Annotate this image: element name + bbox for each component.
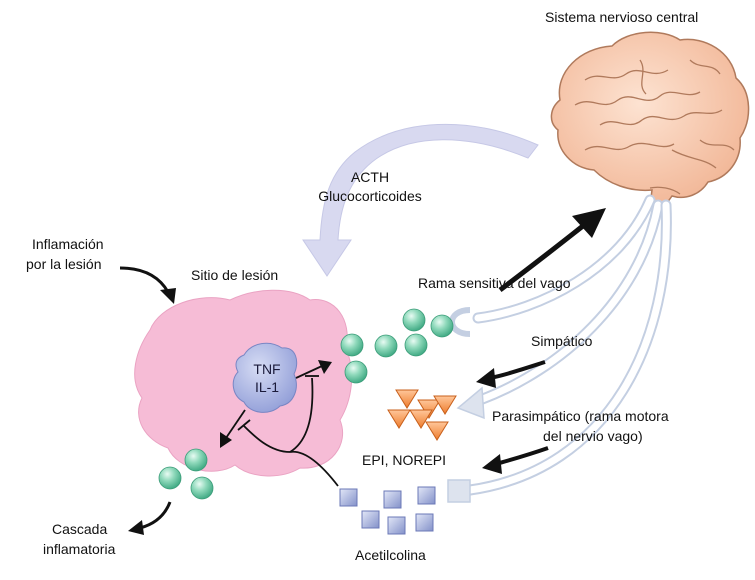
label-glucocorticoids: Glucocorticoides xyxy=(318,188,422,204)
sympathetic-nerve xyxy=(456,199,664,420)
acetylcholine-molecules xyxy=(339,486,436,535)
acth-glucocorticoid-arrow xyxy=(302,123,539,277)
cascade-cytokines xyxy=(158,448,214,500)
immune-cell xyxy=(232,342,298,413)
cascade-output-arrow xyxy=(128,501,172,535)
label-sympathetic: Simpático xyxy=(531,333,593,349)
label-cascade-2: inflamatoria xyxy=(43,541,116,557)
afferent-signal-arrow xyxy=(498,208,606,292)
label-acetylcholine: Acetilcolina xyxy=(355,547,426,563)
vagus-sensory-nerve xyxy=(448,194,656,337)
label-il1: IL-1 xyxy=(254,379,280,395)
cell-to-cascade-arrow xyxy=(220,409,246,448)
released-cytokines xyxy=(340,308,454,384)
acetylcholine-inhibition xyxy=(237,375,339,487)
brain-illustration xyxy=(550,31,750,211)
label-inflammation-1: Inflamación xyxy=(32,236,104,252)
label-cns: Sistema nervioso central xyxy=(545,9,699,25)
parasympathetic-nerve xyxy=(447,199,672,503)
label-epi-norepi: EPI, NOREPI xyxy=(362,452,447,468)
inflammation-input-arrow xyxy=(119,266,176,304)
epi-norepi-molecules xyxy=(387,389,457,441)
label-acth: ACTH xyxy=(350,169,390,185)
label-parasympathetic-2: del nervio vago) xyxy=(543,428,643,444)
cytokine-release-arrow xyxy=(295,360,332,379)
label-tnf: TNF xyxy=(253,361,281,377)
label-inflammation-2: por la lesión xyxy=(26,256,102,272)
parasympathetic-output-arrow xyxy=(482,446,549,474)
label-parasympathetic-1: Parasimpático (rama motora xyxy=(492,408,669,424)
label-cascade-1: Cascada xyxy=(52,521,108,537)
label-injury-site: Sitio de lesión xyxy=(191,267,279,283)
sympathetic-output-arrow xyxy=(476,360,546,388)
label-vagus-sensory: Rama sensitiva del vago xyxy=(418,275,571,291)
